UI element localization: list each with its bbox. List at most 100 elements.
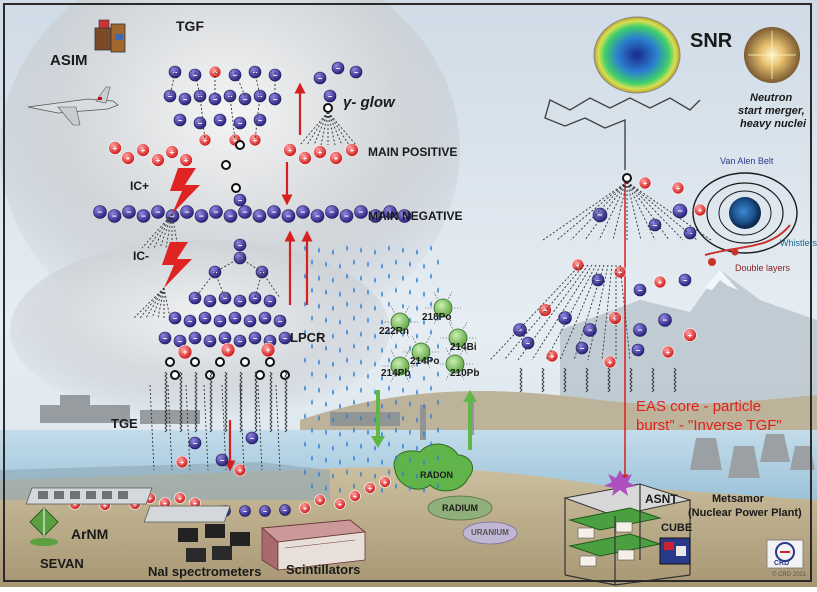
svg-text:+: +: [643, 179, 648, 188]
photon-node: [265, 357, 275, 367]
svg-text:+: +: [318, 497, 322, 505]
photon-node: [205, 370, 215, 380]
positron: +: [653, 275, 667, 289]
electron: −: [183, 314, 197, 328]
label-van-allen: Van Alen Belt: [720, 156, 774, 166]
electron: −: [173, 113, 187, 127]
svg-text:−: −: [193, 439, 198, 448]
positron: +: [671, 181, 685, 195]
electron: −: [683, 226, 697, 240]
electron: −: [354, 205, 368, 219]
radon-arrows: [371, 390, 477, 450]
electron: −: [331, 61, 345, 75]
electron: −: [592, 207, 608, 223]
electron: −: [233, 238, 247, 252]
label-tge: TGE: [111, 416, 138, 431]
label-metsamor-2: (Nuclear Power Plant): [688, 507, 802, 519]
positron: +: [603, 355, 617, 369]
svg-text:−: −: [156, 207, 161, 217]
nucleus: [445, 354, 465, 374]
electron: −: [136, 209, 151, 223]
electron: −: [633, 323, 647, 337]
label-ic-minus: IC-: [133, 249, 149, 263]
svg-text:+: +: [133, 501, 137, 509]
electron: −: [238, 205, 252, 219]
label-main-positive: MAIN POSITIVE: [368, 145, 458, 159]
svg-text:+: +: [618, 268, 623, 277]
label-snr: SNR: [690, 30, 733, 52]
label-ic-plus: IC+: [130, 179, 150, 193]
cube-detector-icon: [659, 537, 691, 565]
label-whistlers: Whistlers: [780, 238, 817, 248]
snr-image: [593, 16, 681, 94]
svg-text:−: −: [638, 325, 643, 335]
electron: −: [672, 203, 688, 219]
svg-text:−: −: [328, 92, 333, 101]
svg-text:−: −: [268, 337, 273, 346]
svg-text:+: +: [383, 479, 387, 487]
electron: −: [218, 291, 232, 305]
svg-text:+: +: [318, 147, 323, 157]
electron: −: [279, 504, 291, 516]
label-bi214: 214Bi: [450, 342, 477, 353]
electron: −: [233, 334, 247, 348]
svg-text:+: +: [334, 153, 339, 163]
electron: −: [253, 113, 267, 127]
label-cube: CUBE: [661, 522, 693, 534]
nucleus: [448, 328, 468, 348]
label-double-layers: Double layers: [735, 263, 791, 273]
svg-text:+: +: [303, 153, 308, 163]
electron: −: [248, 331, 262, 345]
photon-node: [280, 370, 290, 380]
label-arnm: ArNM: [71, 526, 109, 542]
svg-text:−: −: [238, 297, 243, 306]
electron: −: [263, 294, 277, 308]
mountain-snowcap: [705, 270, 738, 290]
electron: −: [339, 209, 354, 223]
svg-text:−: −: [253, 294, 258, 303]
positron: +: [233, 463, 247, 477]
electron: −: [310, 209, 325, 223]
svg-text:+: +: [353, 493, 357, 501]
svg-text:−: −: [257, 211, 262, 221]
electron: −: [521, 336, 535, 350]
svg-text:+: +: [184, 155, 189, 165]
svg-text:−: −: [688, 229, 693, 238]
svg-text:−: −: [283, 334, 288, 343]
svg-text:−: −: [283, 507, 287, 515]
electron: −: [313, 71, 327, 85]
positron: +: [334, 498, 346, 510]
positron: +: [179, 153, 193, 167]
label-gamma-glow: γ- glow: [343, 94, 395, 111]
svg-text:+: +: [126, 153, 131, 163]
photon-node: [240, 357, 250, 367]
positron: +: [364, 482, 376, 494]
electron: −: [203, 334, 217, 348]
label-eas-2: burst" - "Inverse TGF": [636, 417, 782, 434]
svg-text:−: −: [223, 294, 228, 303]
label-asnt: ASNT: [645, 492, 678, 506]
electron: −: [151, 205, 165, 219]
label-scintillators: Scintillators: [286, 562, 361, 577]
electron: −: [558, 311, 572, 325]
positron: +: [220, 342, 236, 358]
photon-node: [235, 140, 245, 150]
electron: −: [325, 205, 339, 219]
svg-text:−: −: [354, 68, 359, 77]
svg-text:−: −: [220, 456, 225, 465]
electron: −: [223, 209, 238, 223]
svg-text:−: −: [402, 211, 407, 221]
svg-text:−: −: [214, 207, 219, 217]
svg-text:+: +: [666, 348, 671, 357]
electron: −: [233, 193, 247, 207]
electron: −: [107, 209, 122, 223]
svg-text:−: −: [318, 74, 323, 83]
label-po218: 218Po: [422, 312, 452, 323]
electron: −: [349, 65, 363, 79]
radon-decay-chain: [393, 443, 518, 545]
svg-text:−: −: [98, 207, 103, 217]
svg-text:−: −: [188, 317, 193, 326]
svg-text:−: −: [278, 317, 283, 326]
electron: −: [259, 505, 271, 517]
svg-text:+: +: [688, 330, 693, 340]
